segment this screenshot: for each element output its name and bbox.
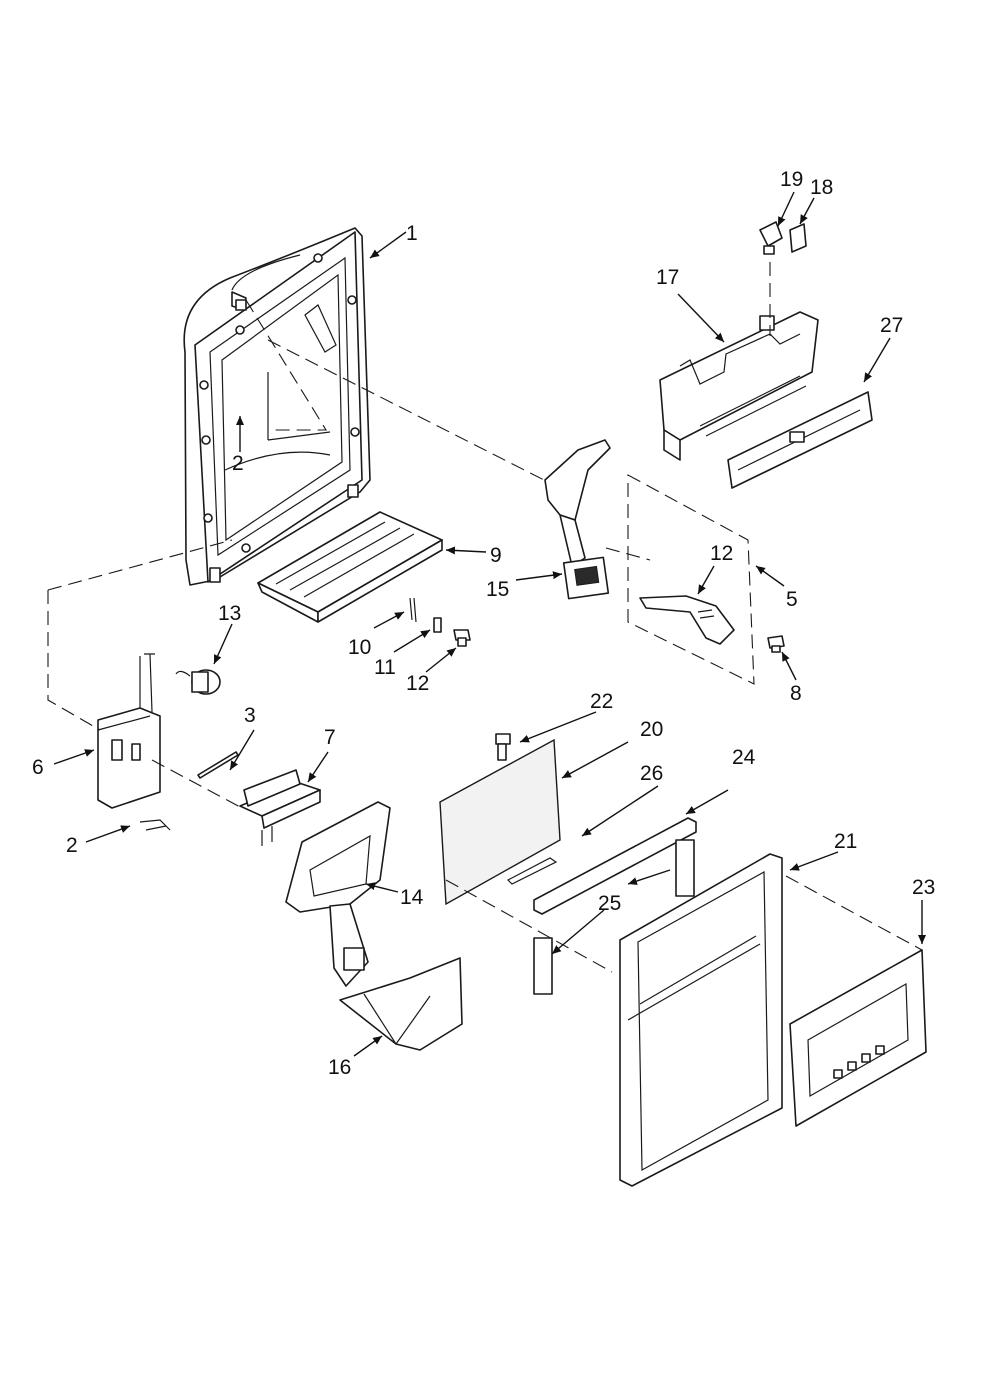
callout-13: 13 (218, 602, 241, 625)
callout-12-right: 12 (710, 542, 733, 565)
part-15-water-lever (544, 439, 611, 600)
callout-8: 8 (790, 682, 802, 705)
callout-20: 20 (640, 718, 663, 741)
callout-10: 10 (348, 636, 371, 659)
part-18-plate (789, 223, 807, 253)
callout-24: 24 (732, 746, 756, 769)
callout-23: 23 (912, 876, 935, 899)
part-8-screw (767, 635, 785, 653)
part-23-control-panel (789, 949, 927, 1127)
callout-18: 18 (810, 176, 833, 199)
callout-5: 5 (786, 588, 798, 611)
part-6-bracket (97, 653, 161, 809)
part-14-ice-lever (285, 801, 391, 987)
callout-6: 6 (32, 756, 44, 779)
callout-12-dup: 12 (408, 672, 431, 695)
part-20-board (439, 738, 561, 906)
callout-26: 26 (640, 762, 663, 785)
part-3-rod (197, 751, 239, 779)
callout-9: 9 (490, 544, 502, 567)
assembly-lines (47, 262, 923, 973)
part-19-switch (759, 221, 783, 255)
part-2-screw-upper (231, 291, 247, 311)
part-9-drip-tray (257, 511, 443, 623)
callout-27: 27 (880, 314, 903, 337)
part-27-control-board (727, 391, 873, 489)
part-13-motor (175, 669, 221, 695)
callout-3: 3 (244, 704, 256, 727)
part-11-clip (433, 617, 442, 633)
callout-labels: 1 2 2 3 5 6 7 8 9 10 11 12 12 12 13 14 1… (32, 168, 935, 1079)
part-26-spring (506, 857, 558, 885)
callout-11: 11 (374, 656, 396, 679)
callout-16: 16 (328, 1056, 351, 1079)
callout-1: 1 (406, 222, 418, 245)
part-24-trim-bar (533, 817, 697, 915)
callout-15: 15 (486, 578, 509, 601)
callout-25: 25 (598, 892, 621, 915)
part-12-screw-lower (453, 629, 471, 647)
callout-19: 19 (780, 168, 803, 191)
callout-7: 7 (324, 726, 336, 749)
callout-22: 22 (590, 690, 613, 713)
part-2-screw-lower (139, 819, 171, 831)
leader-arrows (53, 191, 926, 1057)
callout-2-upper: 2 (232, 452, 244, 475)
callout-2-lower: 2 (66, 834, 78, 857)
part-10-spring (409, 597, 417, 623)
callout-12-lower: 12 (406, 672, 429, 695)
part-16-ice-chute (339, 957, 463, 1051)
callout-14: 14 (400, 886, 424, 909)
callout-17: 17 (656, 266, 679, 289)
callout-21: 21 (834, 830, 857, 853)
part-17-control-housing (659, 311, 819, 461)
part-25-spacer-upper (675, 839, 695, 897)
part-5-bracket-group (627, 474, 755, 685)
part-1-housing (183, 227, 371, 586)
part-7-solenoid (239, 769, 321, 846)
part-21-front-panel (619, 853, 783, 1187)
part-25-spacer-lower (533, 937, 553, 995)
part-22-screw (495, 733, 511, 761)
